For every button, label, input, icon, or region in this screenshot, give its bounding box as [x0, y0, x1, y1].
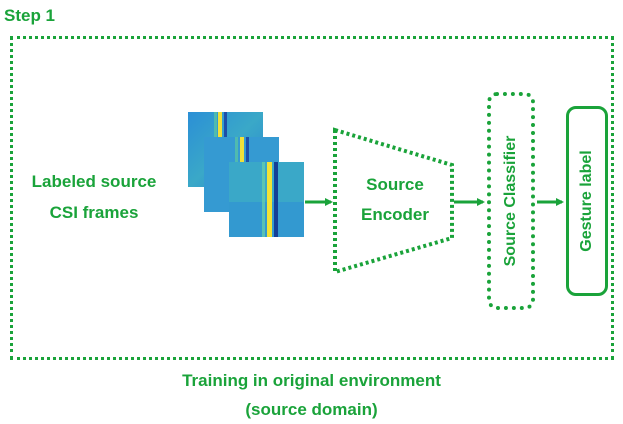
caption-line1: Training in original environment — [182, 371, 441, 390]
input-label-line1: Labeled source — [31, 172, 157, 191]
encoder-label-line2: Encoder — [360, 205, 430, 224]
step-title: Step 1 — [4, 6, 56, 25]
input-label-line2: CSI frames — [49, 203, 139, 222]
training-frame — [10, 36, 614, 360]
input-label: Labeled source CSI frames — [4, 166, 184, 228]
encoder-label-line1: Source — [366, 175, 424, 194]
csi-frame-3 — [229, 162, 304, 237]
caption-line2: (source domain) — [245, 400, 378, 419]
gesture-label-box: Gesture label — [566, 106, 608, 296]
classifier-box: Source Classifier — [487, 92, 535, 310]
encoder-label: Source Encoder — [340, 170, 450, 230]
caption: Training in original environment (source… — [0, 366, 623, 424]
classifier-label: Source Classifier — [502, 135, 519, 267]
gesture-label: Gesture label — [578, 150, 595, 252]
